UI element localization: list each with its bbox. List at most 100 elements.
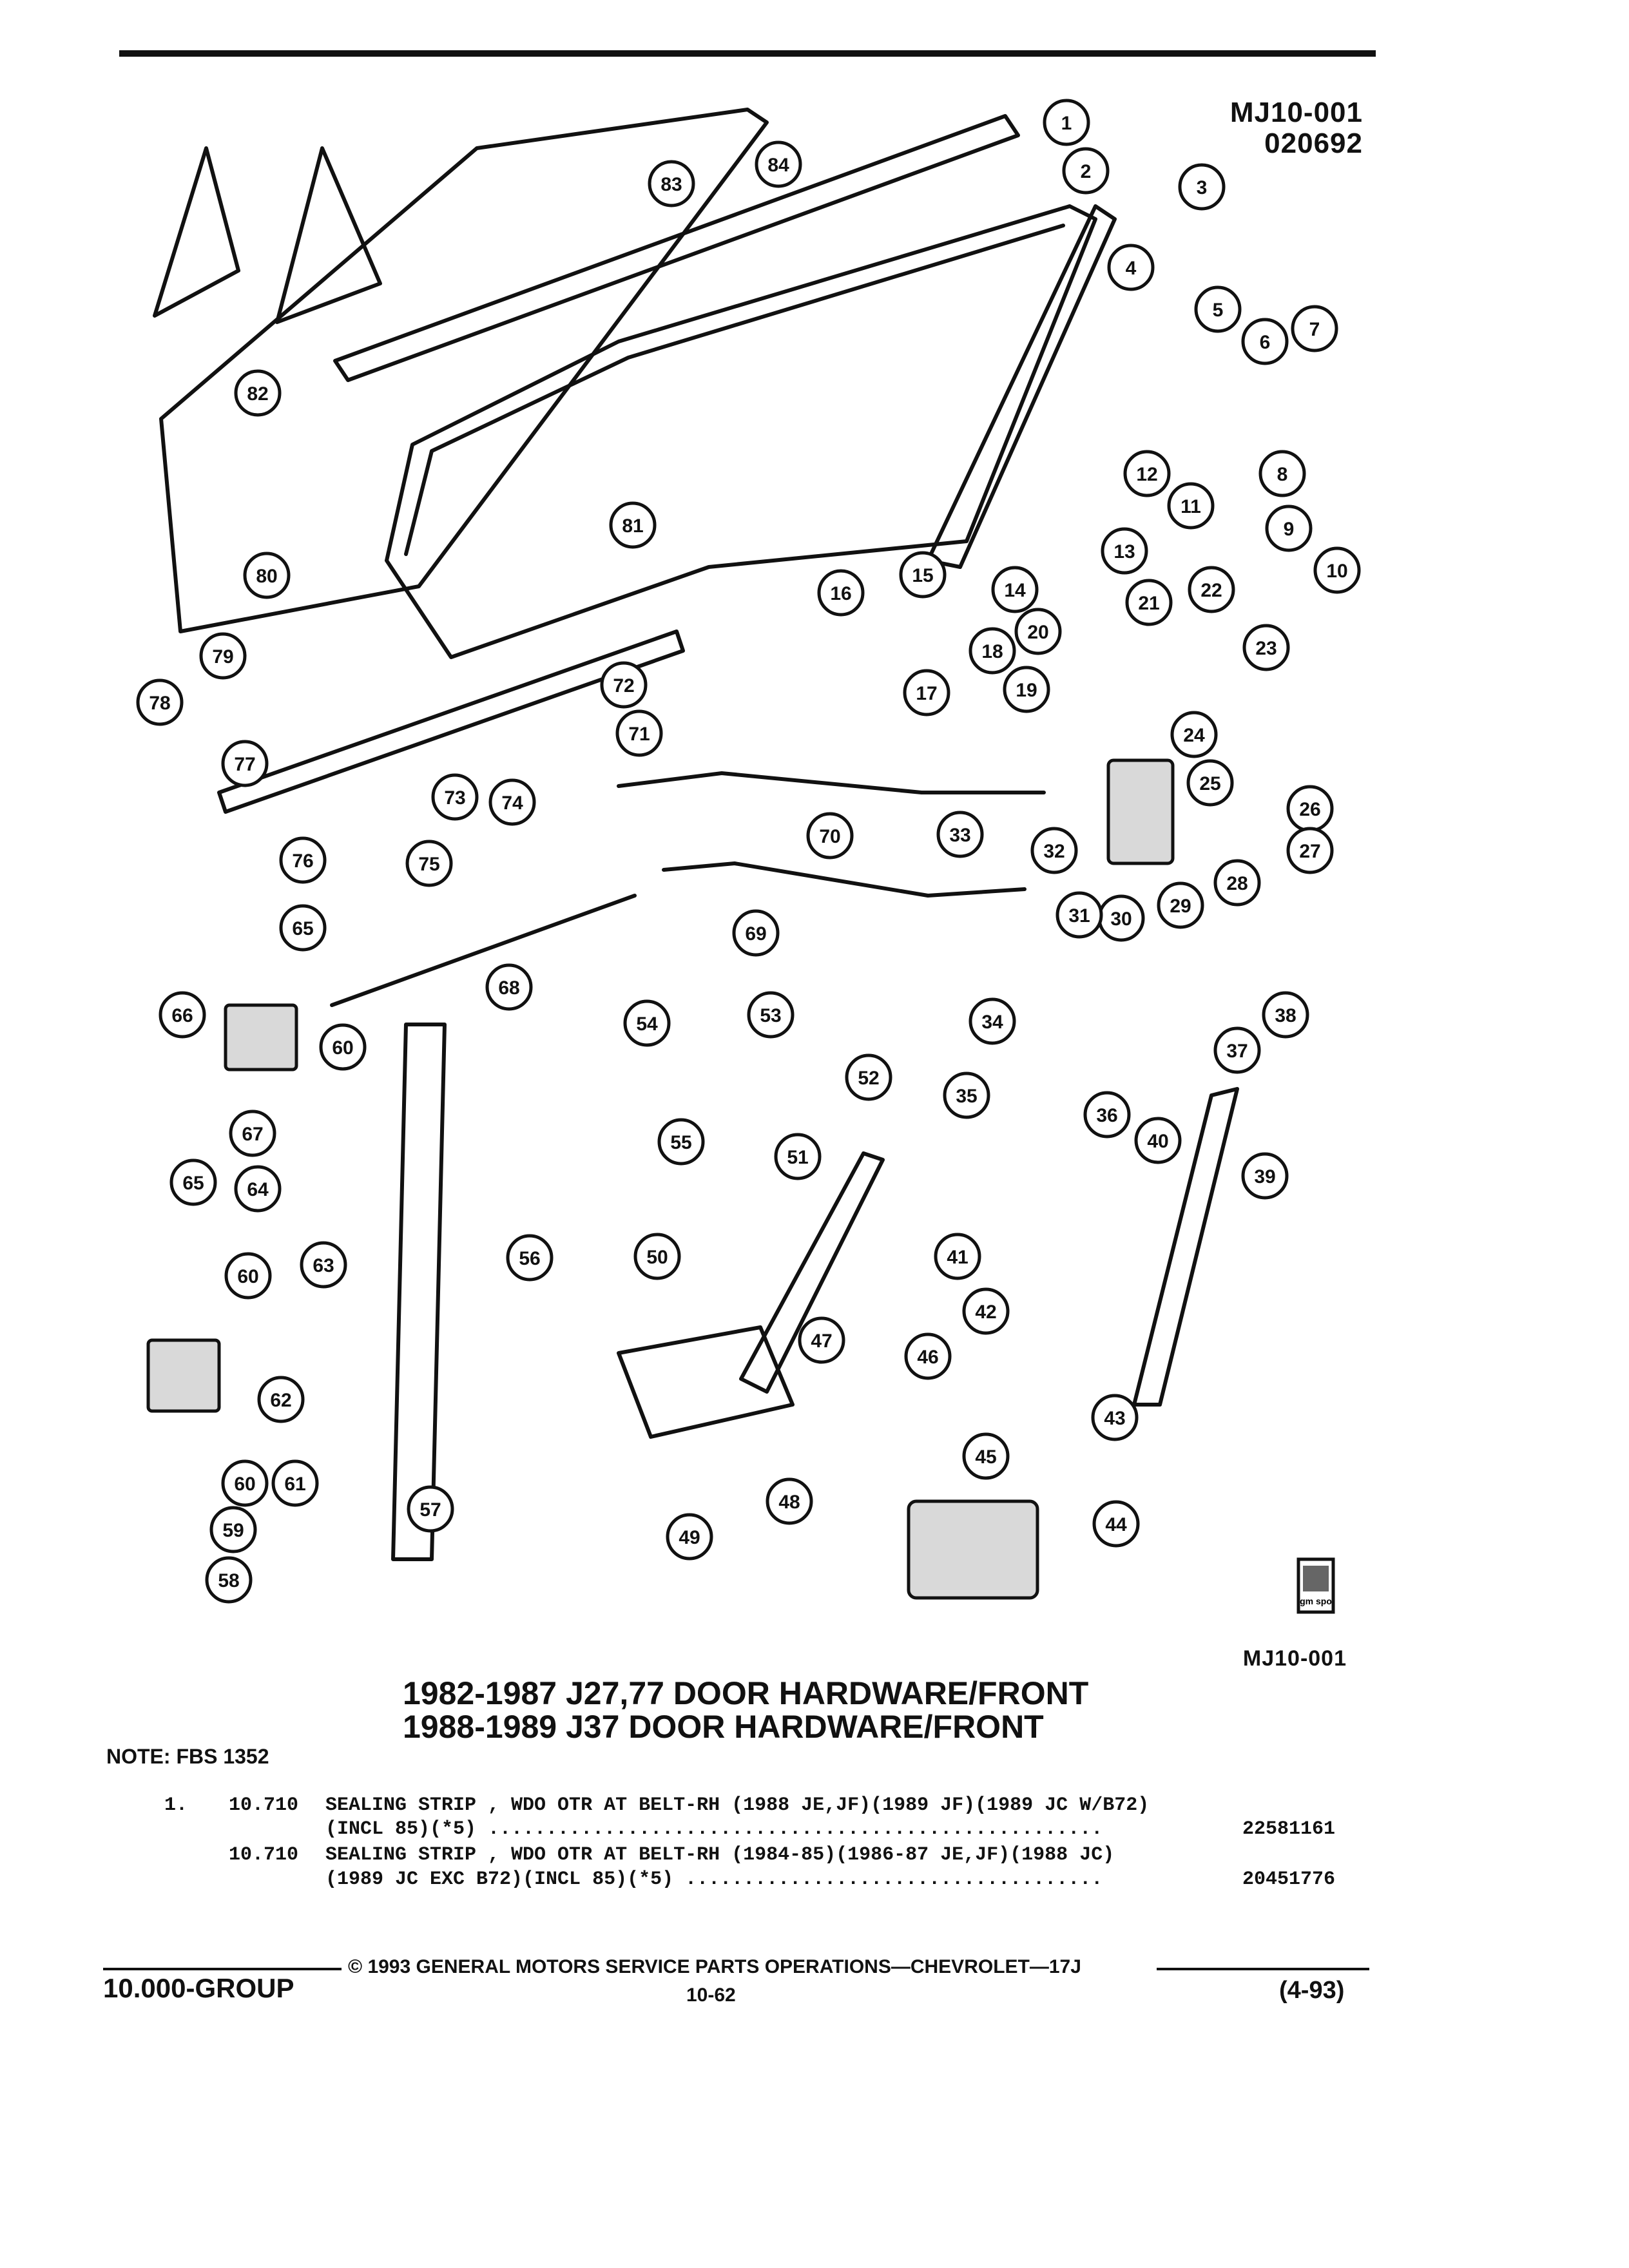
callout-number: 83 [660, 174, 682, 195]
callout-number: 5 [1213, 300, 1224, 321]
callout-number: 25 [1199, 773, 1220, 794]
table-row-1-desc: SEALING STRIP , WDO OTR AT BELT-RH (1988… [325, 1794, 1150, 1816]
callout-30: 30 [1097, 894, 1145, 942]
callout-number: 76 [292, 850, 313, 872]
callout-circle [224, 1252, 272, 1300]
callout-number: 59 [222, 1520, 244, 1541]
callout-number: 65 [292, 918, 313, 939]
callout-68: 68 [485, 963, 533, 1011]
callout-number: 50 [646, 1247, 668, 1268]
callout-circle [1313, 546, 1361, 594]
callout-number: 47 [811, 1331, 832, 1352]
callout-circle [798, 1316, 845, 1364]
callout-number: 24 [1183, 725, 1205, 746]
callout-22: 22 [1188, 566, 1235, 613]
callout-number: 20 [1027, 622, 1048, 643]
callout-48: 48 [766, 1477, 813, 1525]
callout-number: 58 [218, 1570, 239, 1591]
callout-number: 60 [234, 1474, 255, 1495]
footer-rule-right [1157, 1968, 1369, 1970]
callout-51: 51 [774, 1133, 822, 1180]
callout-number: 55 [670, 1132, 691, 1153]
callout-number: 52 [858, 1068, 879, 1089]
callout-circle [279, 904, 327, 952]
callout-number: 13 [1113, 541, 1135, 562]
callout-38: 38 [1262, 991, 1309, 1039]
callout-circle [136, 678, 184, 726]
figure-title-line-1: 1982-1987 J27,77 DOOR HARDWARE/FRONT [403, 1675, 1089, 1711]
callout-1: 1 [1043, 99, 1090, 146]
callout-number: 61 [284, 1474, 305, 1495]
callout-80: 80 [243, 552, 291, 599]
callout-circle [648, 160, 695, 207]
callout-circle [1241, 318, 1289, 365]
callout-69: 69 [732, 909, 780, 957]
callout-number: 15 [912, 565, 933, 586]
callout-57: 57 [407, 1485, 454, 1533]
callout-number: 8 [1277, 464, 1288, 485]
callout-circle [1178, 163, 1226, 211]
callout-60: 60 [221, 1459, 269, 1507]
callout-4: 4 [1107, 244, 1155, 291]
table-row-2-desc2: (1989 JC EXC B72)(INCL 85)(*5) .........… [325, 1869, 1103, 1890]
callout-number: 35 [956, 1086, 977, 1107]
callout-12: 12 [1123, 450, 1171, 497]
callout-number: 68 [498, 977, 519, 999]
callout-59: 59 [209, 1506, 257, 1553]
part-drawings [146, 108, 1239, 1600]
callout-47: 47 [798, 1316, 845, 1364]
callout-number: 60 [237, 1266, 258, 1287]
callout-2: 2 [1062, 147, 1110, 195]
callout-circle [221, 740, 269, 787]
callout-number: 60 [332, 1037, 353, 1059]
callout-number: 32 [1043, 841, 1065, 862]
callout-number: 19 [1016, 680, 1037, 701]
window-glass-inner-edge [404, 224, 1065, 556]
callout-number: 34 [981, 1012, 1003, 1033]
callout-73: 73 [431, 773, 479, 821]
callout-number: 63 [313, 1255, 334, 1276]
callout-26: 26 [1286, 785, 1334, 832]
callout-number: 80 [256, 566, 277, 587]
callout-circle [405, 840, 453, 887]
inside-handle-rod [617, 771, 1046, 794]
callout-circle [1194, 285, 1242, 333]
callout-number: 40 [1147, 1131, 1168, 1152]
callout-number: 2 [1081, 161, 1092, 182]
callout-25: 25 [1186, 759, 1234, 807]
front-channel [391, 1023, 447, 1561]
callout-circle [623, 999, 671, 1047]
callout-number: 64 [247, 1179, 269, 1200]
callout-52: 52 [845, 1053, 892, 1101]
outer-frame-seal [159, 108, 769, 633]
callout-49: 49 [666, 1513, 713, 1561]
callout-40: 40 [1134, 1117, 1182, 1164]
callout-circle [1170, 711, 1218, 758]
callout-84: 84 [755, 140, 802, 188]
footer-date: (4-93) [1279, 1977, 1345, 2004]
callout-number: 39 [1254, 1166, 1275, 1187]
callout-circle [817, 569, 865, 617]
lock-rod [662, 861, 1027, 898]
callout-14: 14 [991, 566, 1039, 613]
callout-50: 50 [633, 1233, 681, 1280]
callout-circle [806, 812, 854, 860]
callout-circle [243, 552, 291, 599]
footer-group: 10.000-GROUP [103, 1973, 294, 2003]
callout-circle [766, 1477, 813, 1525]
callout-circle [1188, 566, 1235, 613]
callout-number: 23 [1255, 638, 1277, 659]
callout-number: 4 [1126, 258, 1137, 279]
callout-34: 34 [969, 997, 1016, 1045]
callout-number: 9 [1284, 519, 1295, 540]
table-row-1-item: 1. [164, 1794, 188, 1816]
callout-42: 42 [962, 1287, 1010, 1335]
callout-circle [257, 1376, 305, 1423]
callout-circle [1003, 666, 1050, 713]
callout-10: 10 [1313, 546, 1361, 594]
callout-number: 27 [1299, 841, 1320, 862]
callout-circle [1157, 881, 1204, 929]
callout-number: 41 [947, 1247, 968, 1268]
callout-number: 79 [212, 646, 233, 668]
callout-circle [1125, 579, 1173, 626]
